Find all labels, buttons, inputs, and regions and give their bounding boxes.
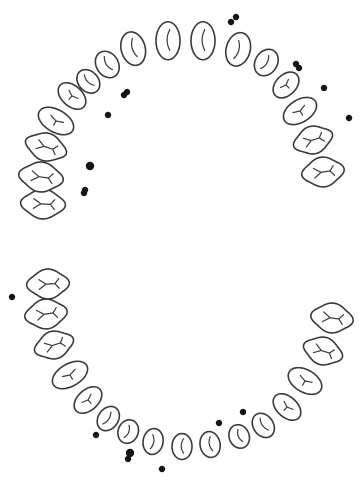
markers [9,14,352,472]
lower-tooth-outline [198,430,222,459]
lower-arch [23,268,356,460]
upper-tooth-outline [117,29,149,68]
lower-tooth-11 [225,422,253,452]
upper-tooth-11 [222,30,254,69]
marker-dot [126,449,134,457]
marker-dot [125,456,131,462]
lower-tooth-15 [299,331,346,370]
lower-tooth-16 [309,300,356,336]
upper-tooth-outline [191,22,215,60]
upper-tooth-16 [300,154,347,190]
lower-tooth-1 [26,268,70,300]
marker-dot [9,294,15,300]
lower-tooth-13 [268,389,306,426]
upper-tooth-12 [250,45,284,80]
upper-tooth-outline [250,45,284,80]
lower-tooth-outline [248,409,279,442]
upper-tooth-1 [20,188,66,220]
marker-dot [124,89,130,95]
upper-tooth-13 [268,67,304,103]
lower-tooth-outline [141,427,165,456]
upper-arch [17,22,347,220]
upper-tooth-outline [222,30,254,69]
upper-tooth-2 [17,159,66,195]
marker-dot [228,19,234,25]
upper-tooth-8 [117,29,149,68]
marker-dot [216,420,222,426]
marker-dot [82,187,88,193]
lower-tooth-9 [172,434,192,460]
marker-dot [93,432,99,438]
marker-dot [296,65,302,71]
upper-tooth-9 [156,22,180,60]
upper-tooth-outline [156,22,180,60]
lower-tooth-8 [141,427,165,456]
marker-dot [86,162,94,170]
marker-dot [321,85,327,91]
marker-dot [159,466,165,472]
lower-tooth-outline [225,422,253,452]
lower-tooth-14 [284,362,327,400]
lower-tooth-2 [23,296,70,332]
lower-tooth-12 [248,409,279,442]
marker-dot [233,14,239,20]
lower-tooth-3 [30,325,77,364]
upper-tooth-15 [289,120,336,159]
lower-tooth-10 [198,430,222,459]
lower-tooth-outline [172,434,192,460]
upper-tooth-10 [191,22,215,60]
marker-dot [105,112,111,118]
marker-dot [346,115,352,121]
marker-dot [240,409,246,415]
